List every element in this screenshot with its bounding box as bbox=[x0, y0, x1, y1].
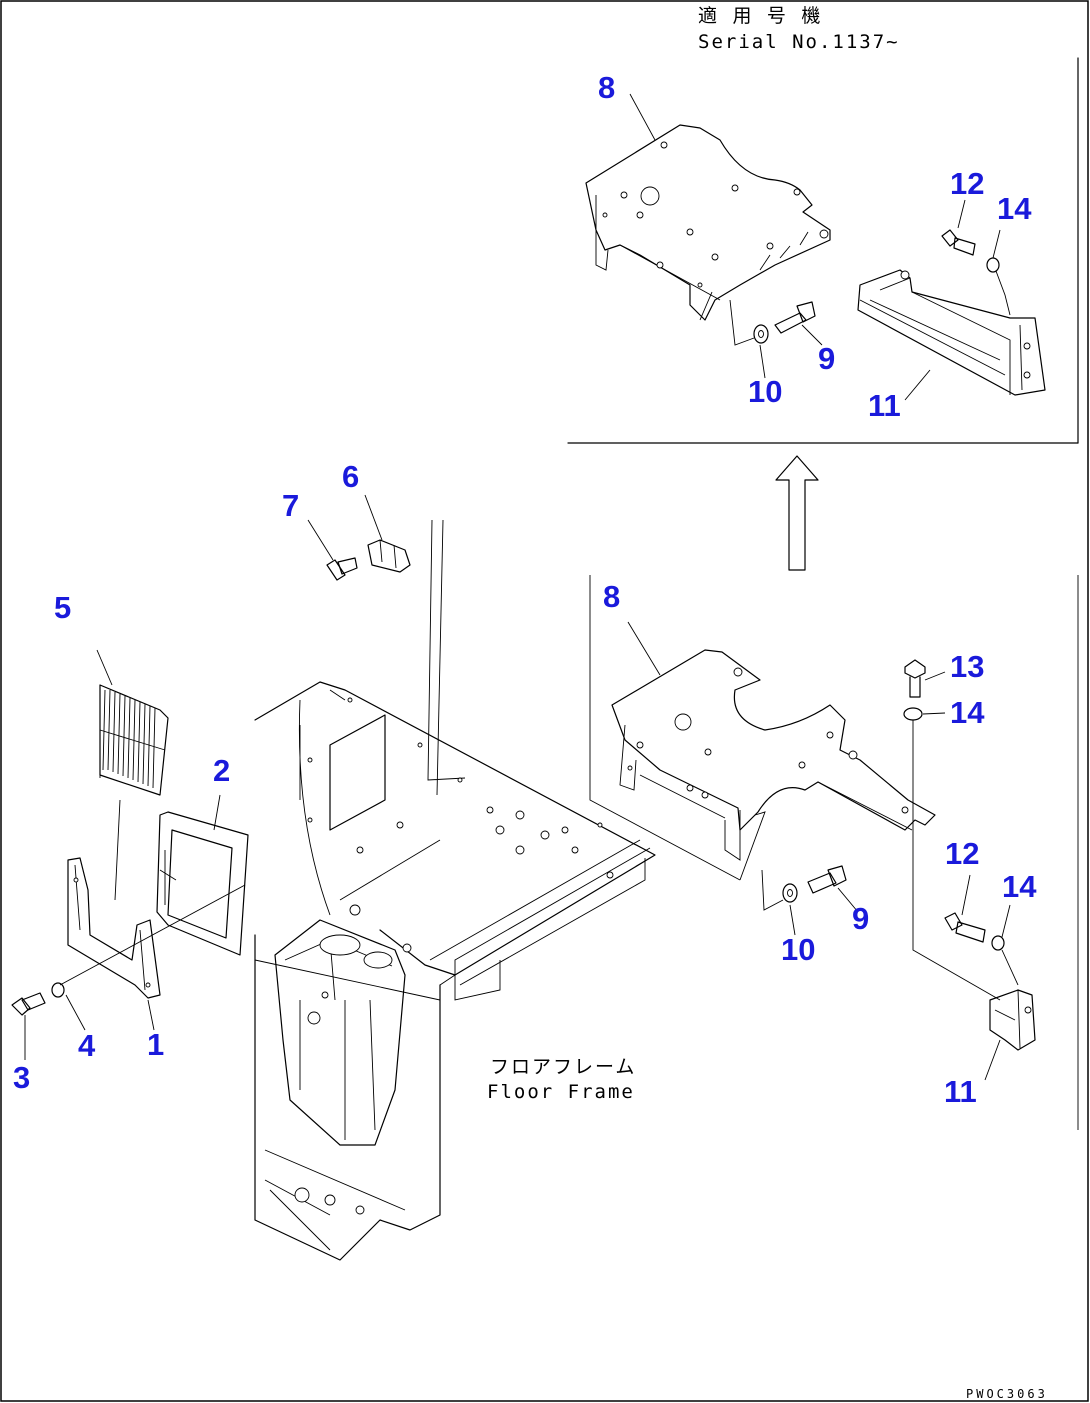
callout-inset-10: 10 bbox=[748, 374, 782, 409]
inset-bracket-8 bbox=[585, 93, 831, 321]
serial-note-en: Serial No.1137~ bbox=[698, 31, 900, 53]
callout-inset-9: 9 bbox=[818, 341, 835, 376]
inset-washer-14 bbox=[986, 229, 1011, 316]
inset-cover-11 bbox=[857, 269, 1046, 401]
right-part-11 bbox=[984, 989, 1036, 1081]
callout-right-14b: 14 bbox=[1002, 869, 1037, 904]
frame-2 bbox=[156, 794, 249, 956]
right-bolt-12 bbox=[944, 874, 986, 943]
callout-4: 4 bbox=[78, 1028, 96, 1063]
right-bracket-8 bbox=[611, 621, 936, 861]
callout-1: 1 bbox=[147, 1027, 164, 1062]
callout-right-8: 8 bbox=[603, 579, 620, 614]
bracket-6 bbox=[364, 494, 411, 573]
inset-bolt-12 bbox=[941, 199, 976, 256]
inset-panel bbox=[567, 57, 1079, 444]
right-washer-14b bbox=[991, 904, 1019, 986]
callout-inset-14: 14 bbox=[997, 191, 1032, 226]
floor-frame-column bbox=[274, 919, 412, 1146]
callout-right-11: 11 bbox=[944, 1074, 977, 1109]
filter-5 bbox=[96, 649, 169, 796]
callout-2: 2 bbox=[213, 753, 230, 788]
callout-7: 7 bbox=[282, 488, 299, 523]
right-washer-14a bbox=[903, 707, 1001, 1001]
right-bolt-9 bbox=[807, 865, 859, 913]
callout-right-10: 10 bbox=[781, 932, 815, 967]
drawing-code: PWOC3063 bbox=[966, 1387, 1048, 1401]
bolt-7 bbox=[307, 519, 358, 581]
callout-right-12: 12 bbox=[945, 836, 979, 871]
callout-6: 6 bbox=[342, 459, 359, 494]
bracket-1 bbox=[67, 799, 161, 1031]
right-panel-frame bbox=[589, 575, 1079, 1130]
serial-note-jp: 適 用 号 機 bbox=[698, 5, 822, 27]
floor-frame bbox=[254, 519, 656, 1261]
right-washer-10 bbox=[761, 869, 798, 936]
callout-inset-11: 11 bbox=[868, 388, 901, 423]
callout-5: 5 bbox=[54, 590, 71, 625]
floor-frame-label-en: Floor Frame bbox=[487, 1081, 635, 1103]
callout-inset-12: 12 bbox=[950, 166, 984, 201]
floor-frame-label-jp: フロアフレーム bbox=[490, 1056, 636, 1078]
callout-inset-8: 8 bbox=[598, 70, 615, 105]
up-arrow bbox=[775, 455, 819, 571]
callout-right-13: 13 bbox=[950, 649, 984, 684]
right-bolt-13 bbox=[904, 659, 946, 698]
callout-right-9: 9 bbox=[852, 901, 869, 936]
bolt-3 bbox=[11, 992, 46, 1060]
callout-right-14a: 14 bbox=[950, 695, 985, 730]
washer-4 bbox=[51, 884, 246, 1031]
inset-bolt-9 bbox=[774, 301, 823, 346]
callout-3: 3 bbox=[13, 1060, 30, 1095]
inset-washer-10 bbox=[729, 299, 769, 379]
